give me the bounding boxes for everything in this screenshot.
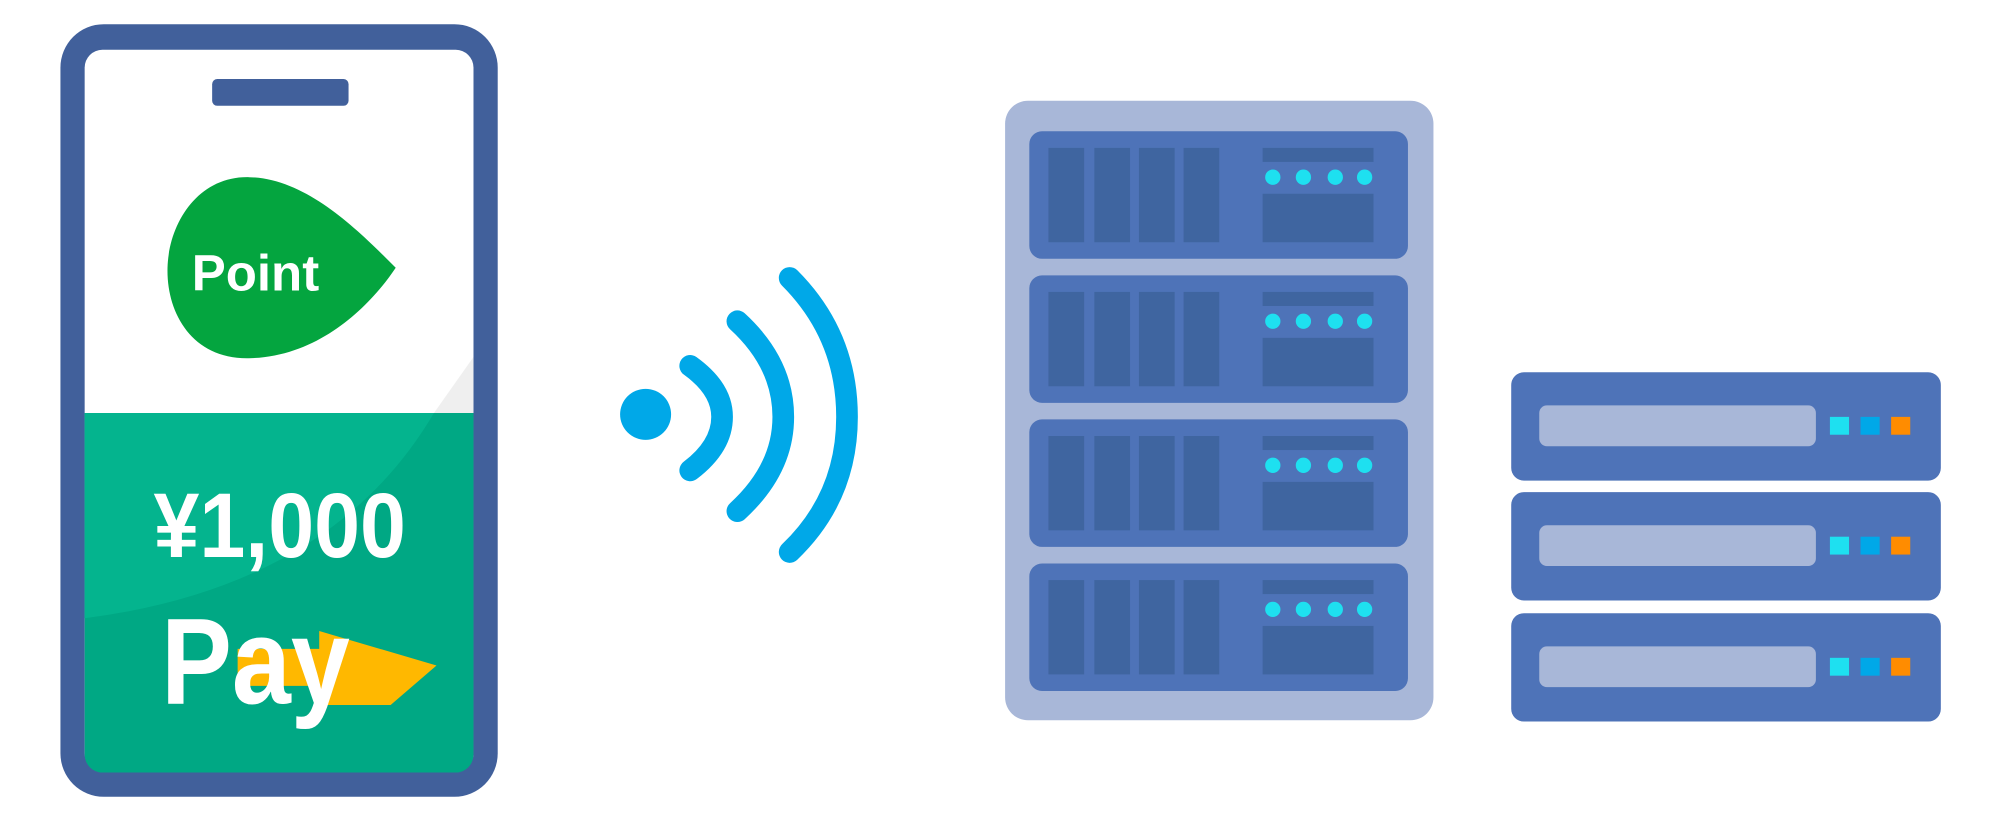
pay-text: Pay	[161, 593, 350, 730]
server-stack	[1511, 372, 1941, 722]
phone-speaker	[212, 79, 349, 106]
amount-text: ¥1,000	[154, 475, 406, 577]
svg-text:Point: Point	[192, 245, 319, 302]
smartphone: Point ¥1,000 Pay	[60, 24, 498, 797]
point-logo: Point	[167, 177, 396, 359]
arrow-right-icon	[237, 631, 437, 705]
wireless-signal-icon	[620, 267, 858, 563]
server-rack	[1005, 100, 1434, 721]
